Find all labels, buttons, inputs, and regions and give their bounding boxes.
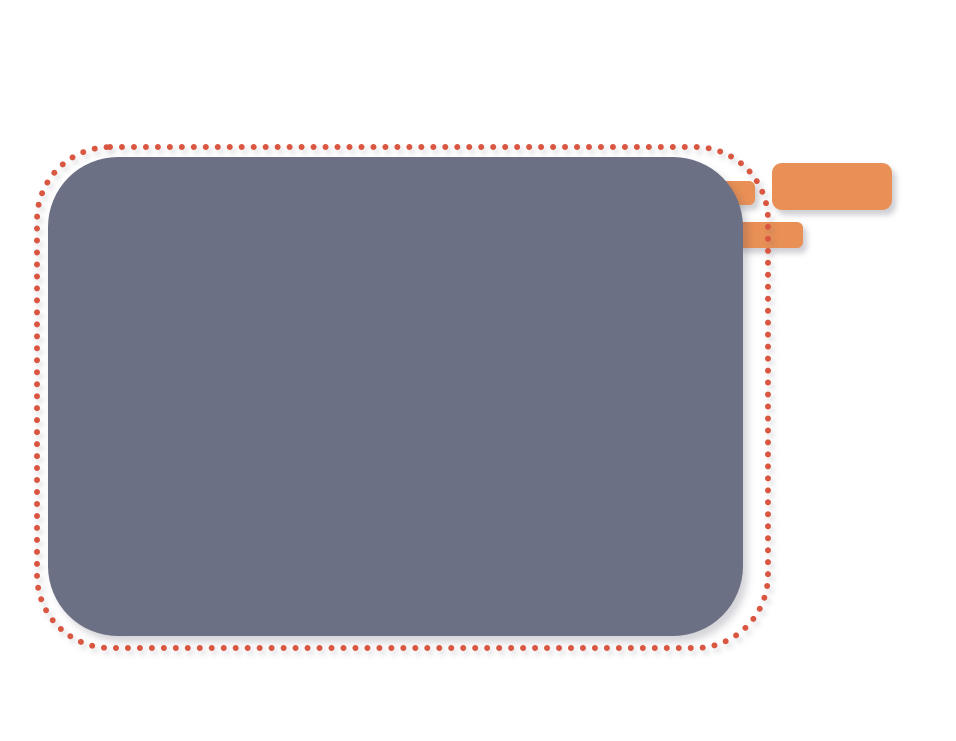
orange-tab-large bbox=[772, 163, 892, 210]
dotted-outline bbox=[34, 144, 771, 651]
main-card bbox=[48, 157, 743, 636]
